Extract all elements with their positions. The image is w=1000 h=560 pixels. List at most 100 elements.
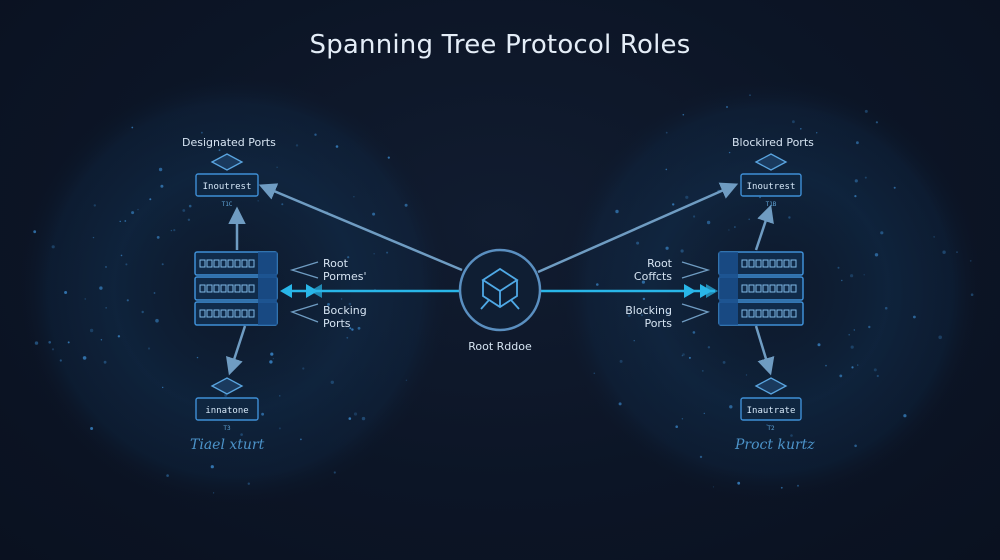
particle-dot <box>712 486 715 488</box>
particle-dot <box>665 168 668 171</box>
switch-port <box>227 284 234 293</box>
particle-dot <box>124 220 127 222</box>
particle-dot <box>875 121 879 124</box>
particle-dot <box>766 424 768 426</box>
particle-dot <box>100 339 103 341</box>
particle-dot <box>893 186 896 189</box>
right-top-switch[interactable]: Inoutrest T1B <box>740 153 802 208</box>
particle-dot <box>300 438 302 441</box>
left-heading: Designated Ports <box>182 136 276 149</box>
particle-dot <box>103 360 107 364</box>
particle-dot <box>873 368 877 372</box>
switch-port <box>199 284 206 293</box>
particle-dot <box>224 393 228 397</box>
particle-dot <box>854 195 857 198</box>
left-switch-stack[interactable] <box>194 251 278 326</box>
particle-dot <box>261 412 264 416</box>
particle-dot <box>93 204 97 207</box>
particle-dot <box>707 346 711 349</box>
switch-port <box>220 309 227 318</box>
particle-dot <box>137 208 139 211</box>
particle-dot <box>357 326 361 330</box>
particle-dot <box>868 325 871 329</box>
switch-port <box>748 284 755 293</box>
particle-dot <box>353 196 355 198</box>
particle-dot <box>257 200 260 202</box>
link-right-stack-to-top <box>754 204 774 251</box>
link-left-stack-to-bottom <box>226 325 247 376</box>
particle-dot <box>850 345 854 349</box>
particle-dot <box>51 245 55 249</box>
particle-dot <box>619 359 623 363</box>
particle-dot <box>790 434 793 437</box>
particle-dot <box>841 279 843 282</box>
particle-dot <box>279 395 281 397</box>
particle-dot <box>722 361 726 364</box>
particle-dot <box>913 315 916 319</box>
particle-dot <box>314 133 317 136</box>
left-port-arrow-3 <box>310 284 322 298</box>
right-bottom-switch-label: Inautrate <box>747 406 796 416</box>
root-bridge-label: Root Rddoe <box>468 340 532 353</box>
switch-port <box>248 309 255 318</box>
particle-dot <box>270 352 274 356</box>
particle-dot <box>682 113 685 116</box>
particle-dot <box>210 465 214 469</box>
switch-port <box>755 284 762 293</box>
particle-dot <box>240 433 243 436</box>
particle-dot <box>48 341 51 344</box>
switch-port <box>206 284 213 293</box>
left-bottom-switch-icon <box>210 377 244 395</box>
root-bridge-icon <box>480 267 520 310</box>
particle-dot <box>749 94 751 96</box>
switch-port <box>741 309 748 318</box>
particle-dot <box>938 335 942 340</box>
particle-dot <box>956 251 958 254</box>
particle-dot <box>162 386 164 389</box>
switch-port <box>199 259 206 268</box>
right-bottom-switch[interactable]: Inautrate T2 <box>740 377 802 432</box>
switch-port <box>762 259 769 268</box>
left-bottom-switch-tag: T3 <box>223 425 231 432</box>
switch-port <box>248 284 255 293</box>
switch-port <box>762 309 769 318</box>
particle-dot <box>680 249 684 253</box>
link-right-stack-to-bottom <box>754 325 775 376</box>
particle-dot <box>156 236 160 239</box>
particle-dot <box>351 328 354 331</box>
particle-dot <box>703 412 705 415</box>
particle-dot <box>153 292 156 294</box>
switch-port <box>213 259 220 268</box>
left-bottom-switch[interactable]: innatone T3 <box>195 377 259 432</box>
particle-dot <box>780 486 783 489</box>
switch-port <box>776 259 783 268</box>
particle-dot <box>876 374 879 378</box>
particle-dot <box>969 260 972 262</box>
particle-dot <box>641 280 646 284</box>
particle-dot <box>188 204 192 208</box>
particle-dot <box>851 366 854 369</box>
switch-port <box>213 284 220 293</box>
particle-dot <box>728 151 731 154</box>
switch-port <box>206 259 213 268</box>
particle-dot <box>187 218 191 221</box>
link-left-top-to-root <box>258 183 463 272</box>
right-switch-stack[interactable] <box>718 251 804 326</box>
particle-dot <box>208 440 211 443</box>
particle-dot <box>166 474 169 477</box>
particle-dots <box>33 94 974 494</box>
particle-dot <box>636 241 640 245</box>
particle-dot <box>340 298 343 300</box>
particle-dot <box>874 253 879 257</box>
switch-port <box>769 284 776 293</box>
particle-dot <box>276 166 278 168</box>
particle-dot <box>404 203 408 207</box>
right-top-switch-label: Inoutrest <box>747 182 796 192</box>
root-bridge[interactable] <box>458 248 542 332</box>
left-side-arrows <box>289 261 319 323</box>
particle-dot <box>864 176 867 179</box>
particle-dot <box>596 283 599 286</box>
left-top-switch[interactable]: Inoutrest T1C <box>195 153 259 208</box>
